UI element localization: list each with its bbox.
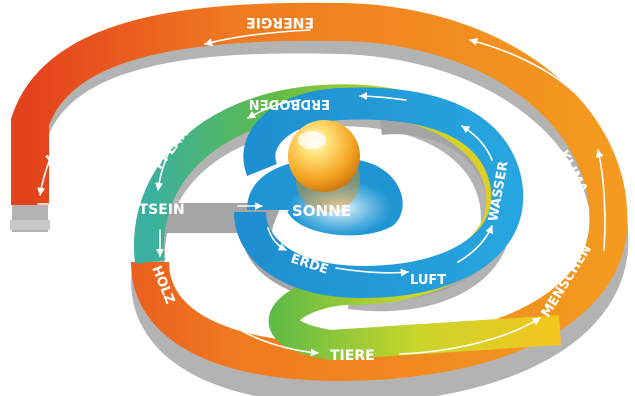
sun <box>288 120 360 192</box>
sun-highlight <box>298 131 326 149</box>
label-tiere: TIERE <box>330 348 375 364</box>
label-bewusstsein: BEWUSSTSEIN <box>72 202 185 218</box>
label-sonne: SONNE <box>292 202 351 220</box>
label-luft: LUFT <box>410 273 446 288</box>
label-energie: ENERGIE <box>246 14 314 30</box>
label-erdboden: ERDBODEN <box>249 96 330 111</box>
